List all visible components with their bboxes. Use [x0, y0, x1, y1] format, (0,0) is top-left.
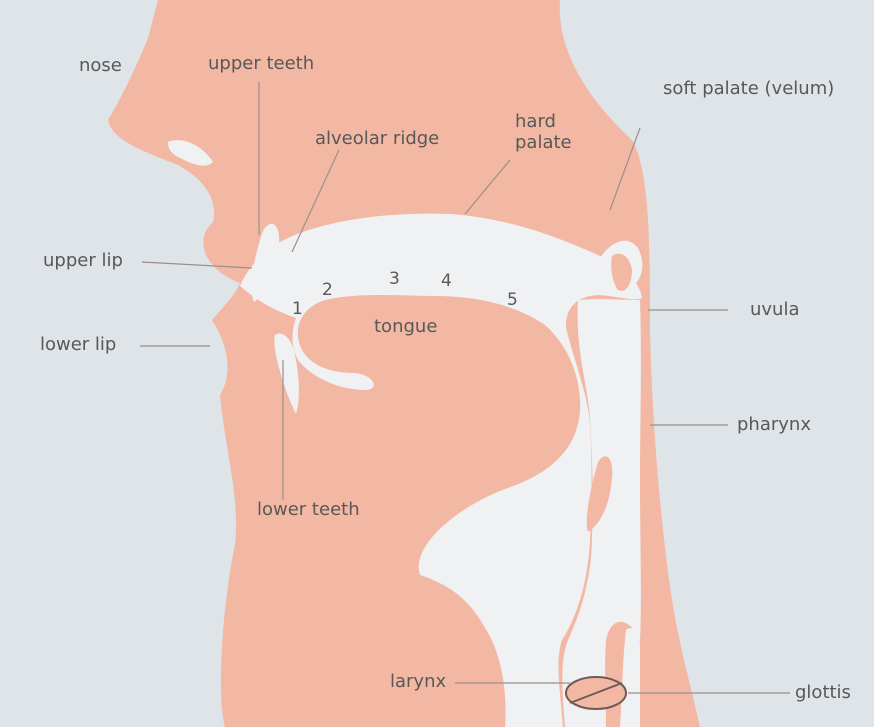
label-hard-palate-line1: hard [515, 111, 556, 132]
label-glottis: glottis [795, 683, 851, 704]
place-number-4: 4 [441, 272, 452, 292]
label-nose: nose [79, 56, 122, 77]
place-number-1: 1 [292, 300, 303, 320]
label-upper-lip: upper lip [43, 251, 123, 272]
label-hard-palate: hard palate [515, 112, 595, 153]
label-pharynx: pharynx [737, 415, 811, 436]
place-number-5: 5 [507, 291, 518, 311]
label-upper-teeth: upper teeth [208, 54, 314, 75]
place-number-2: 2 [322, 281, 333, 301]
label-uvula: uvula [750, 300, 800, 321]
label-tongue: tongue [374, 317, 437, 338]
label-alveolar-ridge: alveolar ridge [315, 129, 439, 150]
label-hard-palate-line2: palate [515, 132, 572, 153]
label-soft-palate: soft palate (velum) [663, 79, 834, 100]
label-lower-lip: lower lip [40, 335, 116, 356]
place-number-3: 3 [389, 270, 400, 290]
label-larynx: larynx [390, 672, 446, 693]
label-lower-teeth: lower teeth [257, 500, 360, 521]
